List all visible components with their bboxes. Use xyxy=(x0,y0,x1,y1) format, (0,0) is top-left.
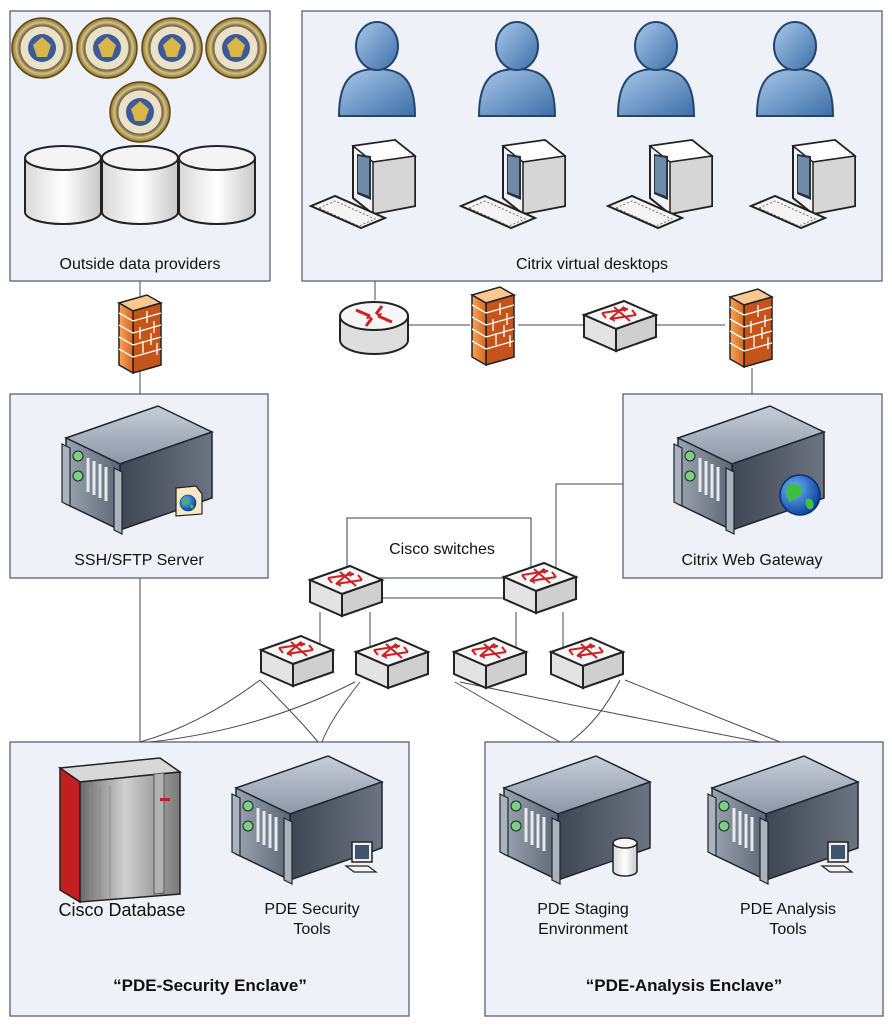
router-icon xyxy=(338,300,410,356)
globe-icon xyxy=(779,474,821,516)
switch-icon xyxy=(453,637,527,689)
firewall-icon xyxy=(118,294,162,374)
database-cylinder-icon xyxy=(612,837,638,877)
mainframe-icon xyxy=(59,757,181,903)
ssh-server-label: SSH/SFTP Server xyxy=(74,552,204,569)
pde-security-tools-label: PDE Security xyxy=(264,901,359,918)
security-enclave-label: “PDE-Security Enclave” xyxy=(113,976,307,995)
pde-analysis-tools-label: PDE Analysis xyxy=(740,901,836,918)
dod-seal-icon xyxy=(109,81,171,143)
pde-analysis-tools-label-line2: Tools xyxy=(769,921,806,938)
cisco-switches-label: Cisco switches xyxy=(389,541,495,558)
dod-seal-icon xyxy=(205,17,267,79)
switch-icon xyxy=(260,635,334,687)
pde-security-tools-label-line2: Tools xyxy=(293,921,330,938)
switch-icon xyxy=(583,300,657,352)
dod-seal-icon xyxy=(141,17,203,79)
database-cylinder-icon xyxy=(101,145,179,225)
cisco-switches-box xyxy=(346,517,532,579)
database-cylinder-icon xyxy=(24,145,102,225)
cisco-database-label: Cisco Database xyxy=(58,900,185,920)
analysis-enclave-label: “PDE-Analysis Enclave” xyxy=(586,976,783,995)
dod-seal-icon xyxy=(76,17,138,79)
dod-seal-icon xyxy=(11,17,73,79)
citrix-gateway-label: Citrix Web Gateway xyxy=(681,552,822,569)
outside-providers-label: Outside data providers xyxy=(60,256,221,273)
pde-staging-label: PDE Staging xyxy=(537,901,629,918)
pde-staging-label-line2: Environment xyxy=(538,921,628,938)
globe-icon xyxy=(175,485,203,517)
firewall-icon xyxy=(729,288,773,368)
switch-icon xyxy=(355,637,429,689)
firewall-icon xyxy=(471,286,515,366)
database-cylinder-icon xyxy=(178,145,256,225)
switch-icon xyxy=(550,637,624,689)
citrix-desktops-label: Citrix virtual desktops xyxy=(516,256,668,273)
